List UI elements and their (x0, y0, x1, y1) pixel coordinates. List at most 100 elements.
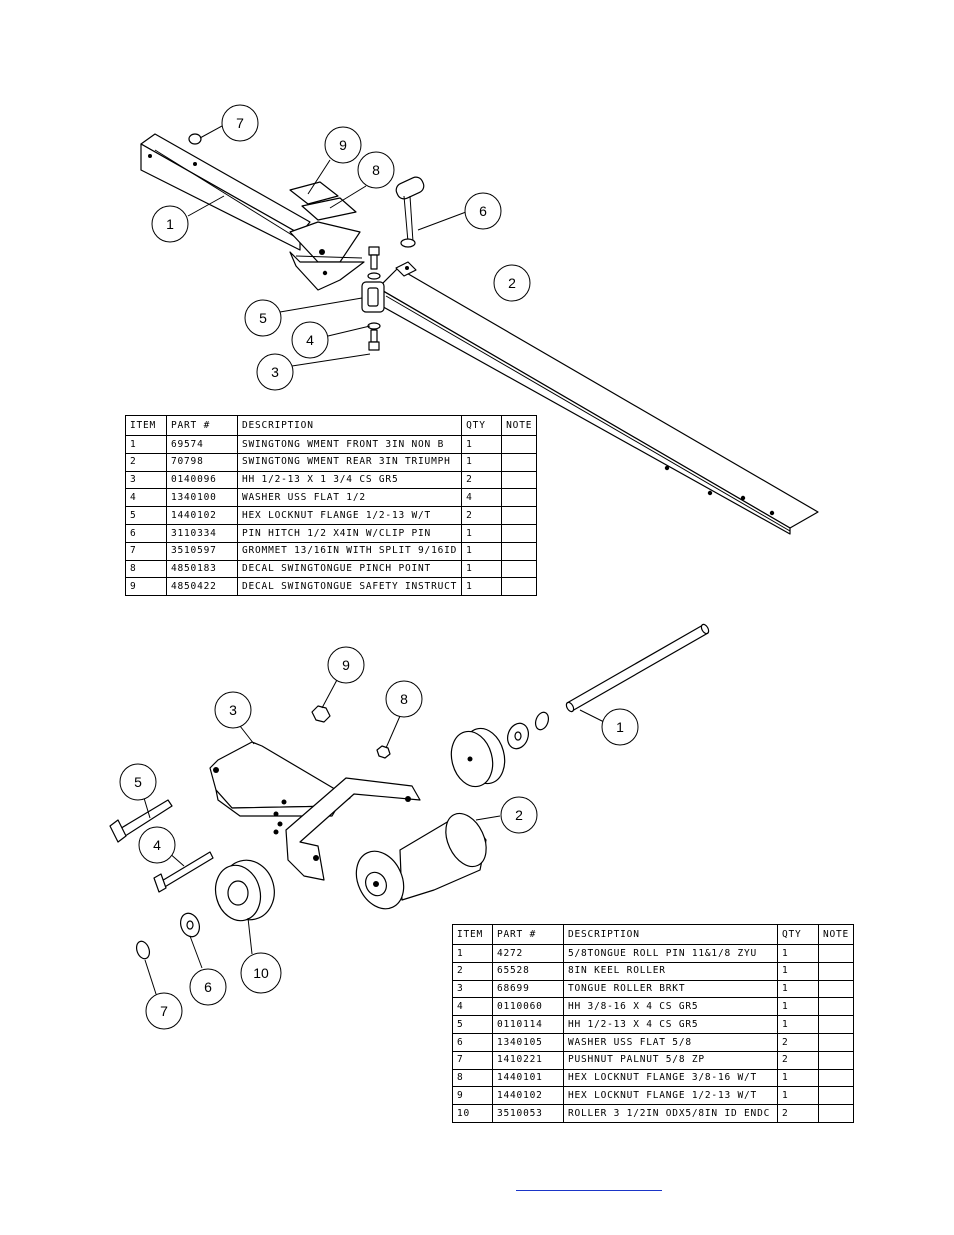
footer-link-underline[interactable] (516, 1190, 662, 1191)
cell: 8IN KEEL ROLLER (563, 961, 778, 981)
cell: DECAL SWINGTONGUE SAFETY INSTRUCT (236, 577, 463, 597)
svg-text:9: 9 (342, 657, 350, 673)
cell (817, 979, 855, 999)
cell: 8 (452, 1068, 493, 1088)
cell (817, 1015, 855, 1034)
cell: 2 (461, 506, 503, 525)
cell: 4 (452, 997, 493, 1017)
washer-left-part (179, 912, 201, 938)
top-callout-5: 5 (244, 299, 282, 337)
cell (501, 523, 538, 543)
roller-left-part (214, 859, 275, 922)
bottom-callout-6: 6 (189, 968, 227, 1006)
cell: 7 (125, 541, 167, 561)
cell: 1 (461, 523, 503, 543)
cell: 1 (461, 452, 503, 472)
cell: DECAL SWINGTONGUE PINCH POINT (236, 559, 463, 579)
cell: 1 (452, 944, 493, 963)
cell: 1 (777, 961, 819, 981)
cell (501, 577, 538, 597)
cell: HH 1/2-13 X 1 3/4 CS GR5 (236, 470, 463, 490)
svg-text:1: 1 (166, 216, 174, 232)
cell (817, 944, 855, 963)
cell: 69574 (166, 435, 238, 454)
cell: 1 (461, 435, 503, 454)
bottom-callout-7: 7 (145, 992, 183, 1030)
cell: HEX LOCKNUT FLANGE 3/8-16 W/T (563, 1068, 778, 1088)
svg-text:3: 3 (229, 702, 237, 718)
cell: 6 (125, 523, 167, 543)
cell: 4 (461, 488, 503, 508)
svg-text:10: 10 (253, 965, 269, 981)
svg-text:4: 4 (153, 837, 161, 853)
cell: HEX LOCKNUT FLANGE 1/2-13 W/T (563, 1086, 778, 1106)
top-callout-3: 3 (256, 353, 294, 391)
cell: 1440101 (492, 1068, 564, 1088)
svg-text:7: 7 (160, 1003, 168, 1019)
pushnut-right-part (534, 711, 550, 731)
cell: 3 (452, 979, 493, 999)
cell (501, 488, 538, 508)
cell: 1 (461, 559, 503, 579)
hex-bolt-large-part (109, 799, 173, 843)
col-header-qty: QTY (461, 415, 503, 436)
cell: 68699 (492, 979, 564, 999)
cell: 1 (777, 979, 819, 999)
cell: GROMMET 13/16IN WITH SPLIT 9/16ID (236, 541, 463, 561)
cell: 1 (777, 997, 819, 1017)
cell: WASHER USS FLAT 5/8 (563, 1032, 778, 1052)
table-header-row: ITEM PART # DESCRIPTION QTY NOTE (125, 415, 538, 436)
roll-pin-part (565, 623, 710, 713)
cell: 9 (452, 1086, 493, 1106)
cell: 5 (125, 506, 167, 525)
top-callout-2: 2 (493, 264, 531, 302)
table-header-row: ITEM PART # DESCRIPTION QTY NOTE (452, 924, 855, 945)
top-callout-1: 1 (151, 205, 189, 243)
col-header-part: PART # (492, 924, 564, 945)
top-callout-8: 8 (357, 151, 395, 189)
decal-pinch-point (301, 197, 357, 221)
cell: 1 (461, 541, 503, 561)
cell: 0140096 (166, 470, 238, 490)
svg-text:6: 6 (479, 203, 487, 219)
svg-text:2: 2 (515, 807, 523, 823)
bottom-callout-10: 10 (240, 952, 282, 994)
pushnut-left-part (135, 940, 151, 960)
cell (817, 1068, 855, 1088)
locknut-large-part (311, 705, 331, 723)
col-header-part: PART # (166, 415, 238, 436)
cell: TONGUE ROLLER BRKT (563, 979, 778, 999)
cell: 9 (125, 577, 167, 597)
cell: SWINGTONG WMENT REAR 3IN TRIUMPH (236, 452, 463, 472)
bottom-callout-3: 3 (214, 691, 252, 729)
col-header-item: ITEM (452, 924, 493, 945)
cell: 65528 (492, 961, 564, 981)
bottom-callout-9: 9 (327, 646, 365, 684)
col-header-item: ITEM (125, 415, 167, 436)
cell: 6 (452, 1032, 493, 1052)
cell: 70798 (166, 452, 238, 472)
cell: 1 (125, 435, 167, 454)
washer-bolt-stack-part (367, 322, 381, 351)
cell: 1 (777, 944, 819, 963)
cell: 1340100 (166, 488, 238, 508)
hex-bolt-part (367, 246, 381, 280)
cell (817, 1032, 855, 1052)
svg-text:3: 3 (271, 364, 279, 380)
cell: PIN HITCH 1/2 X4IN W/CLIP PIN (236, 523, 463, 543)
